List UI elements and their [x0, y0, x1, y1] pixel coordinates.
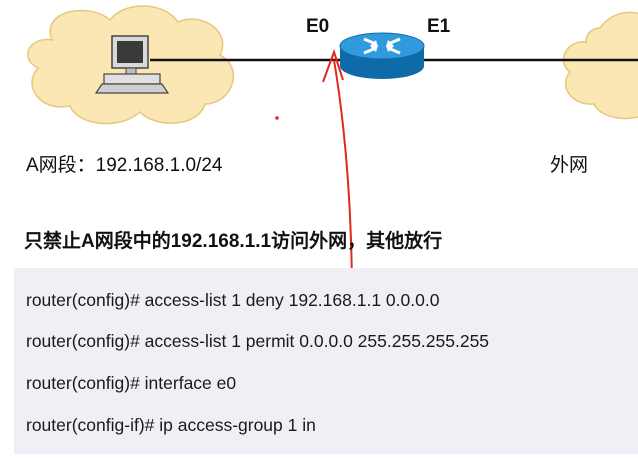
- command-line-1: router(config)# access-list 1 deny 192.1…: [26, 290, 440, 310]
- command-box: [14, 268, 638, 454]
- annotation-dot: [275, 116, 279, 120]
- command-line-2: router(config)# access-list 1 permit 0.0…: [26, 331, 490, 351]
- port-e0-label: E0: [306, 16, 330, 37]
- router-icon: [339, 32, 425, 79]
- command-line-3: router(config)# interface e0: [26, 373, 237, 393]
- cloud-right: [562, 11, 638, 120]
- computer-icon: [94, 35, 170, 94]
- headline: 只禁止A网段中的192.168.1.1访问外网，其他放行: [24, 231, 443, 252]
- external-net-label: 外网: [550, 155, 589, 176]
- port-e1-label: E1: [427, 16, 451, 37]
- command-line-4: router(config-if)# ip access-group 1 in: [26, 415, 316, 435]
- segment-a-label: A网段：192.168.1.0/24: [26, 155, 223, 176]
